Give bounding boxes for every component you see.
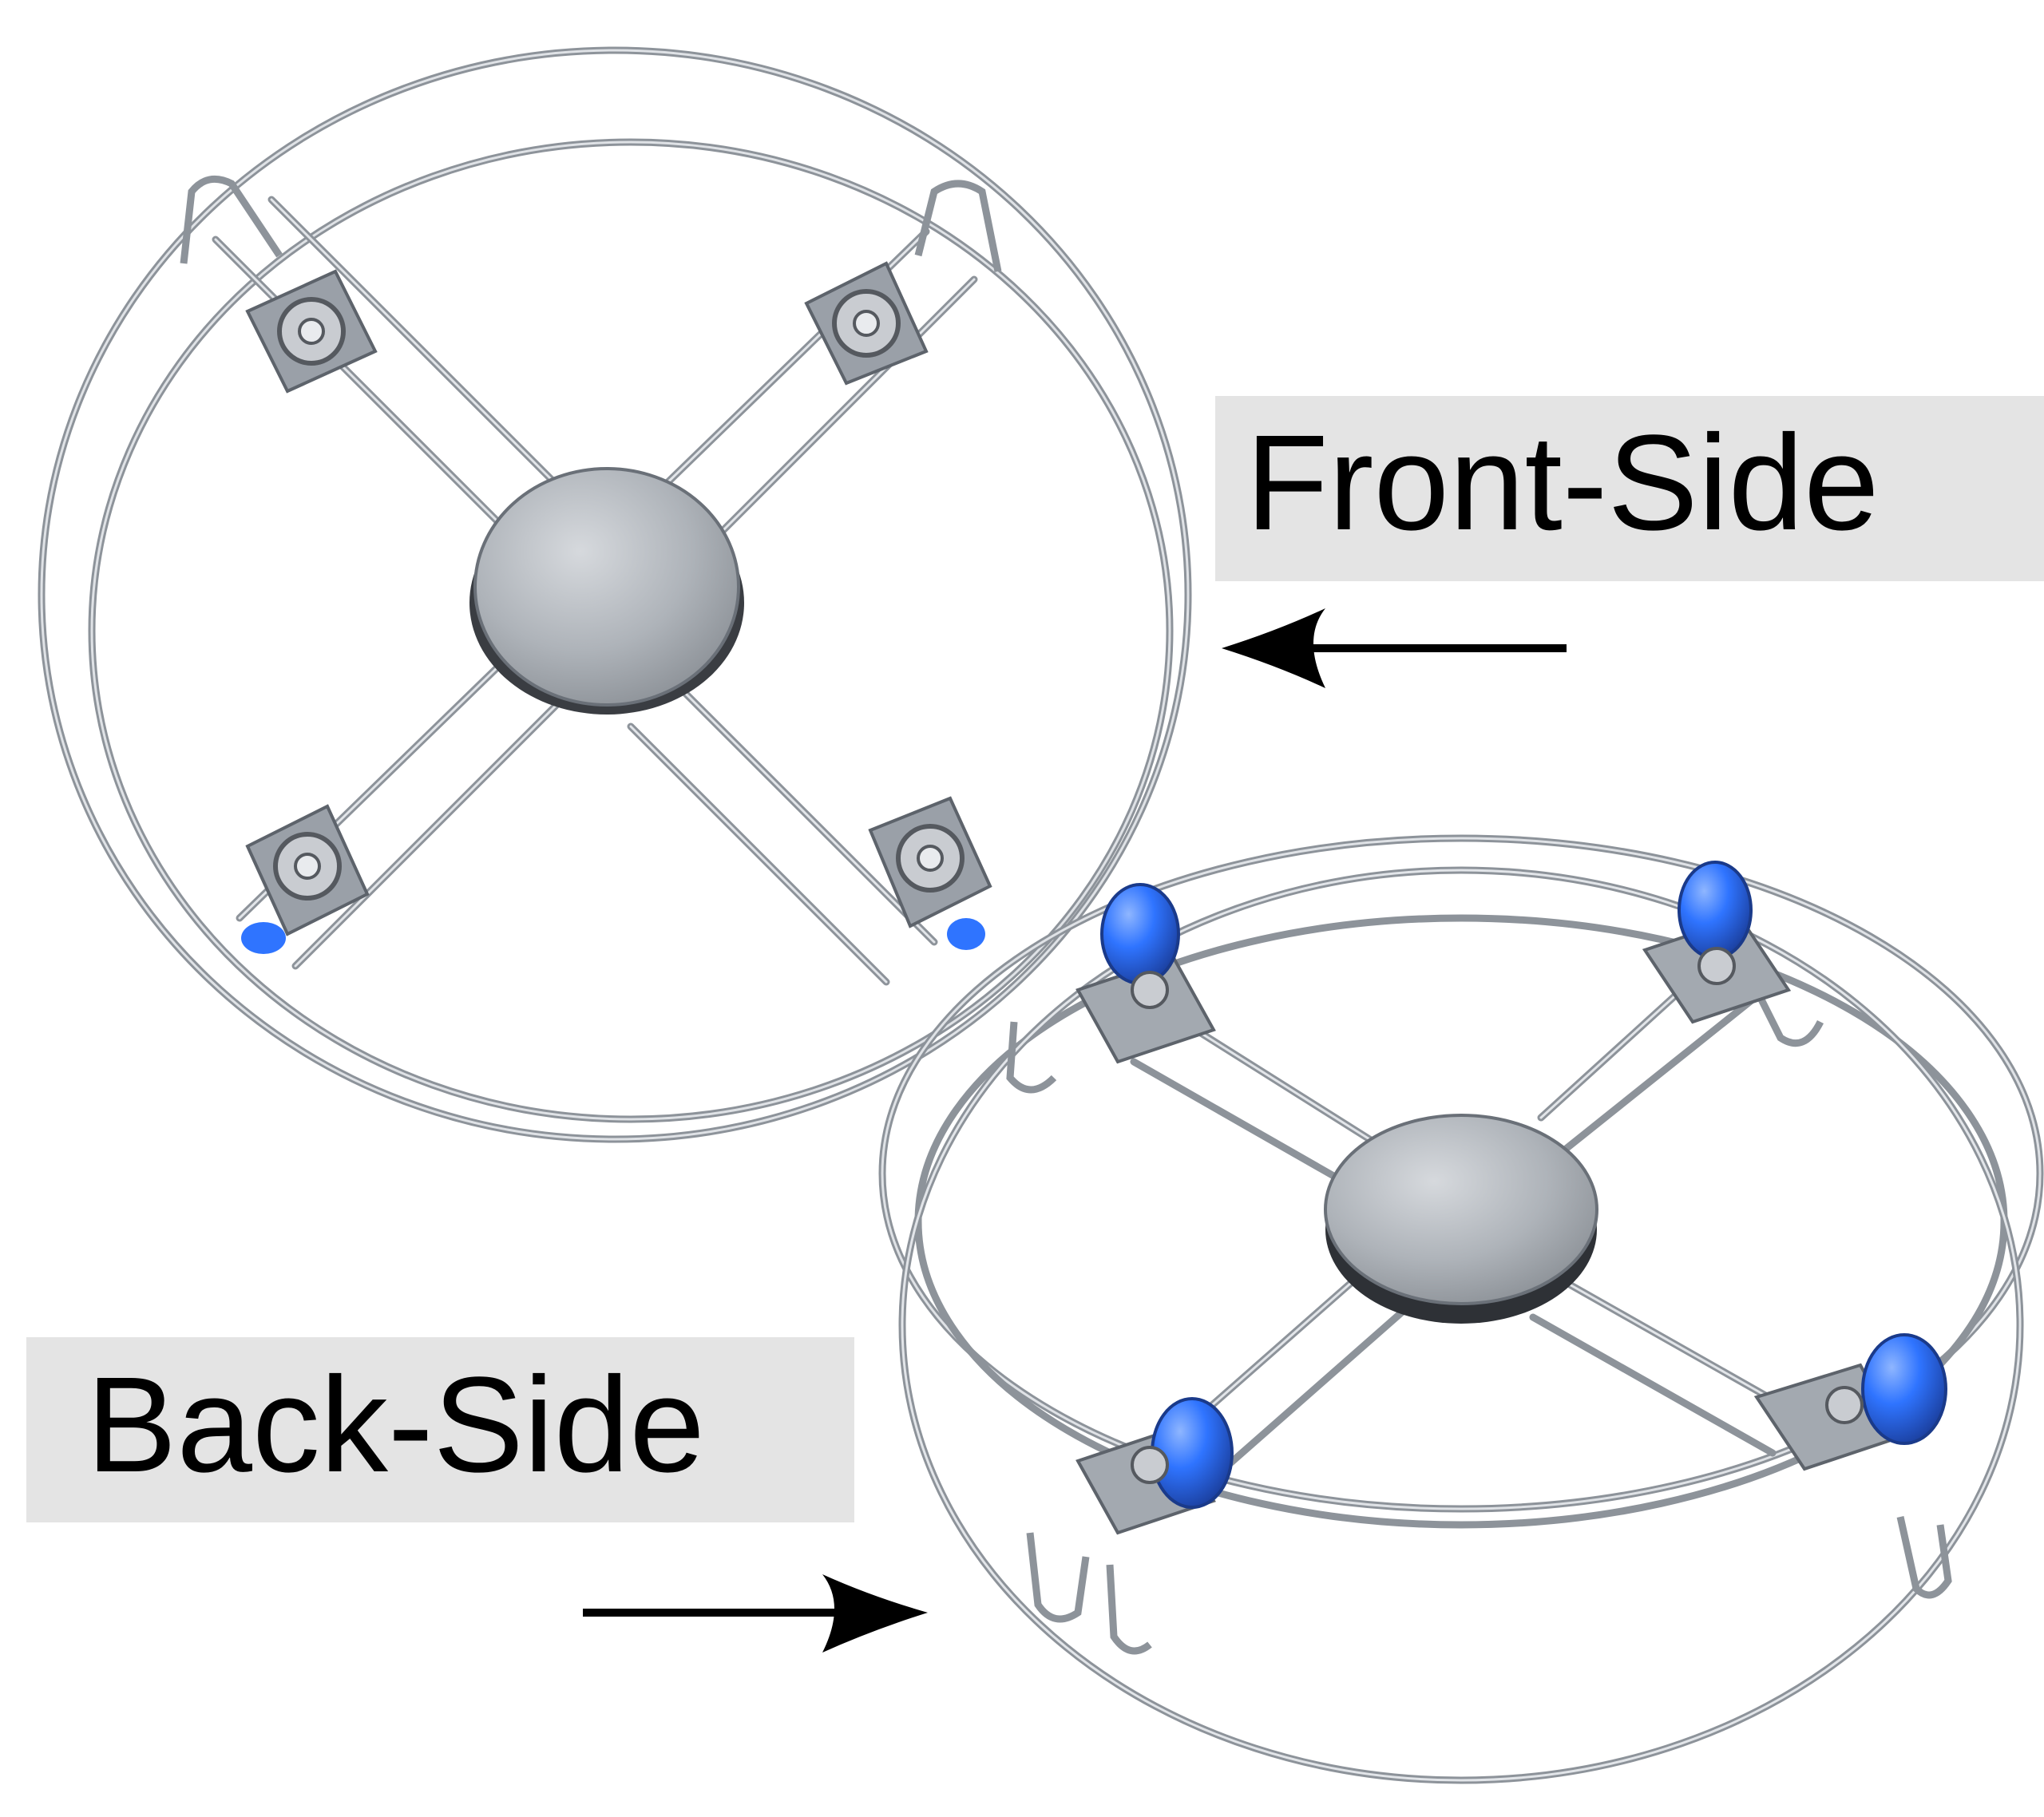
back-side-label-box [26,1337,854,1522]
front-side-label: Front-Side [1246,407,1880,559]
front-side-label-box [1215,396,2044,581]
arrow-left-icon [1222,608,1567,688]
front-side-trolley [38,46,1192,1143]
arrow-right-icon [583,1574,928,1653]
back-side-trolley [878,834,2044,1784]
back-side-label: Back-Side [86,1349,705,1501]
back-caster-wheels [1100,861,1947,1509]
front-caster-bolts [273,289,965,901]
